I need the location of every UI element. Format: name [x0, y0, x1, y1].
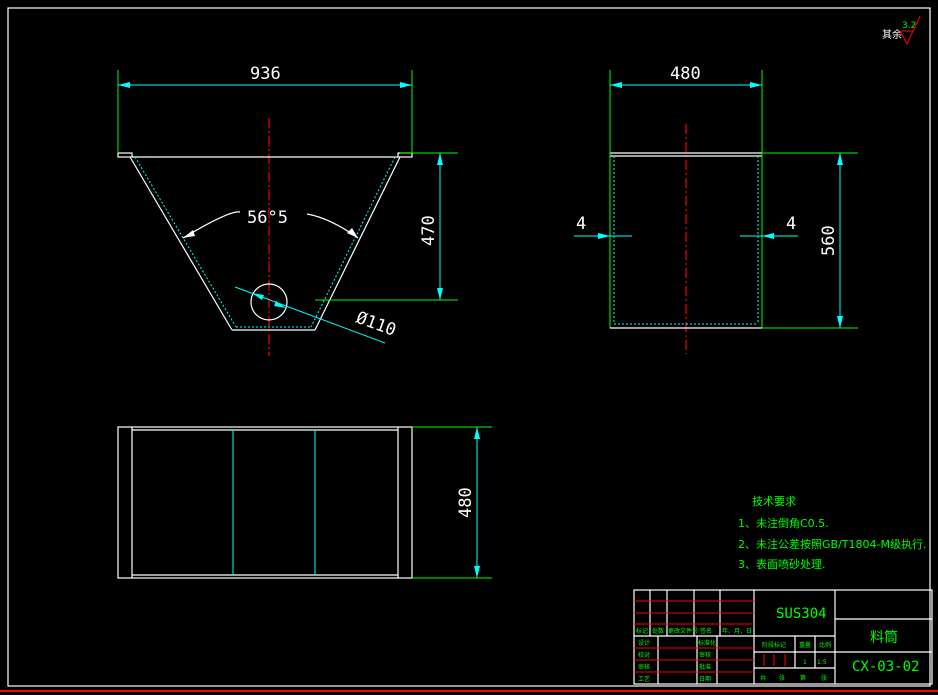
row-standard: 标准化 [698, 639, 716, 647]
part-name: 料筒 [870, 629, 898, 646]
sheet-label: 张 [779, 674, 785, 682]
row-audit: 审核 [699, 651, 711, 659]
thickness-right-dimension: 4 [786, 214, 796, 234]
height-dimension-470: 470 [419, 215, 439, 246]
row-date: 日期 [699, 675, 711, 683]
title-block: 标记 处数 更改文件号 签名 年、月、日 设计 校对 审核 工艺 标准化 审核 … [633, 589, 933, 685]
stage-label: 阶段标记 [762, 641, 786, 649]
width-dimension-936: 936 [250, 64, 281, 84]
front-view: 936 470 56°5 Ø110 [117, 64, 458, 356]
row-approve: 批准 [699, 663, 711, 671]
row-check: 校对 [638, 651, 650, 659]
tech-req-item: 1、未注倒角C0.5. [738, 516, 829, 530]
scale-label: 比例 [819, 641, 831, 649]
weight-label: 重量 [799, 641, 811, 649]
tech-requirements: 技术要求 1、未注倒角C0.5. 2、未注公差按照GB/T1804-M级执行. … [738, 495, 926, 571]
side-height-dimension: 560 [819, 225, 839, 256]
sheet-label: 张 [821, 674, 827, 682]
sheet-total-label: 共 [760, 674, 766, 682]
roughness-label: 其余 [882, 28, 902, 41]
header-mark: 标记 [636, 627, 648, 635]
roughness-value: 3.2 [902, 21, 916, 31]
row-process: 工艺 [638, 675, 650, 683]
diameter-dimension: Ø110 [353, 308, 398, 341]
header-count: 处数 [652, 627, 664, 635]
header-date: 年、月、日 [722, 627, 752, 635]
tech-req-item: 3、表面喷砂处理. [738, 557, 826, 571]
header-signature: 签名 [700, 627, 712, 635]
thickness-left-dimension: 4 [576, 214, 586, 234]
row-review: 审核 [638, 663, 650, 671]
scale-value: 1:5 [817, 659, 827, 666]
sheet-no-label: 第 [800, 674, 806, 682]
drawing-border [7, 7, 931, 687]
header-change-doc: 更改文件号 [668, 627, 698, 635]
side-width-dimension: 480 [670, 64, 701, 84]
top-depth-dimension: 480 [456, 487, 476, 518]
outlet-hole [250, 283, 288, 321]
weight-value: 1 [803, 659, 807, 666]
angle-dimension: 56°5 [247, 208, 288, 228]
drawing-number: CX-03-02 [852, 659, 919, 675]
row-design: 设计 [638, 639, 650, 647]
top-view: 480 [117, 426, 492, 579]
tech-req-item: 2、未注公差按照GB/T1804-M级执行. [738, 537, 926, 551]
material: SUS304 [776, 606, 827, 622]
roughness-symbol: 其余 3.2 [882, 15, 921, 46]
side-view: 480 560 4 4 [574, 64, 858, 354]
tech-req-title: 技术要求 [752, 495, 796, 508]
